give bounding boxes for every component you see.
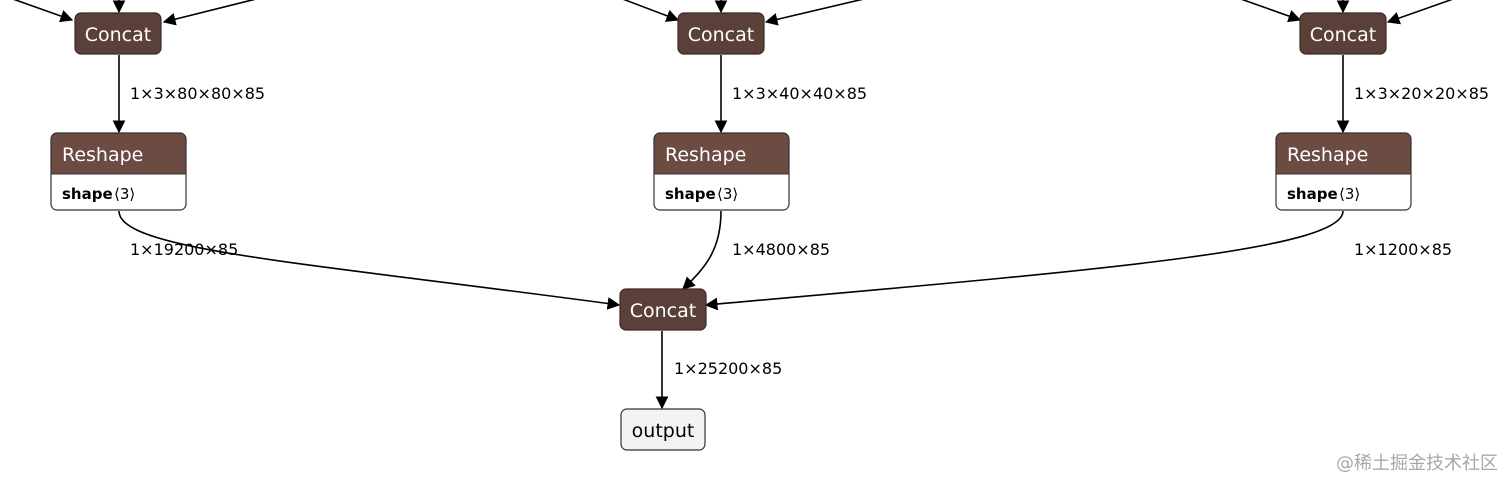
edge-label-output: 1×25200×85 [674,359,782,378]
edge-label-reshape-left: 1×19200×85 [130,240,238,259]
reshape-node-left[interactable]: Reshape shape ⟨3⟩ [50,132,187,211]
watermark: @稀土掘金技术社区 [1336,453,1498,474]
edge-reshape-left-concat [118,210,621,310]
reshape-node-left-attr-val: ⟨3⟩ [114,185,135,203]
reshape-node-left-attrs [51,174,186,210]
reshape-node-left-header [51,133,186,174]
output-node-label: output [632,420,695,442]
edge-in-right-a [1241,0,1302,23]
reshape-node-mid-header [654,133,789,174]
edge-label-reshape-mid: 1×4800×85 [732,240,830,259]
edge-labels: 1×3×80×80×85 1×3×40×40×85 1×3×20×20×85 1… [130,84,1489,378]
concat-node-left-label: Concat [85,24,151,46]
edge-reshape-right-concat [704,210,1344,311]
edge-label-concat-right: 1×3×20×20×85 [1354,84,1489,103]
reshape-node-left-title: Reshape [62,144,143,166]
concat-node-final[interactable]: Concat [619,288,707,331]
reshape-node-mid-border [653,132,790,211]
edge-in-right-c [1386,0,1453,25]
concat-node-right-label: Concat [1310,24,1376,46]
edge-label-concat-left: 1×3×80×80×85 [130,84,265,103]
reshape-node-left-attr-key: shape [62,185,113,203]
concat-node-mid[interactable]: Concat [677,12,765,55]
reshape-node-right[interactable]: Reshape shape ⟨3⟩ [1275,132,1412,211]
concat-node-left-box [74,12,162,55]
reshape-node-mid[interactable]: Reshape shape ⟨3⟩ [653,132,790,211]
output-node[interactable]: output [620,408,706,451]
edge-in-mid-a [623,0,680,22]
concat-node-mid-label: Concat [688,24,754,46]
reshape-node-mid-attrs [654,174,789,210]
edge-in-left-c [162,0,256,26]
reshape-node-right-attr-key: shape [1287,185,1338,203]
concat-node-final-label: Concat [630,300,696,322]
reshape-node-mid-title: Reshape [665,144,746,166]
reshape-node-right-attrs [1276,174,1411,210]
concat-node-left[interactable]: Concat [74,12,162,55]
edge-label-reshape-right: 1×1200×85 [1354,240,1452,259]
edge-label-concat-mid: 1×3×40×40×85 [732,84,867,103]
output-node-box [620,408,706,451]
reshape-node-right-title: Reshape [1287,144,1368,166]
concat-node-mid-box [677,12,765,55]
reshape-node-mid-attr-key: shape [665,185,716,203]
reshape-node-right-header [1276,133,1411,174]
edges [112,55,1350,410]
concat-node-final-box [619,288,707,331]
reshape-node-right-attr-val: ⟨3⟩ [1339,185,1360,203]
concat-node-right[interactable]: Concat [1299,12,1387,55]
edge-in-mid-c [764,0,863,26]
incoming-edges [13,0,1453,26]
concat-node-right-box [1299,12,1387,55]
reshape-node-mid-attr-val: ⟨3⟩ [717,185,738,203]
edge-reshape-mid-concat [682,210,722,290]
reshape-node-right-border [1275,132,1412,211]
edge-in-left-a [13,0,74,23]
reshape-node-left-border [50,132,187,211]
